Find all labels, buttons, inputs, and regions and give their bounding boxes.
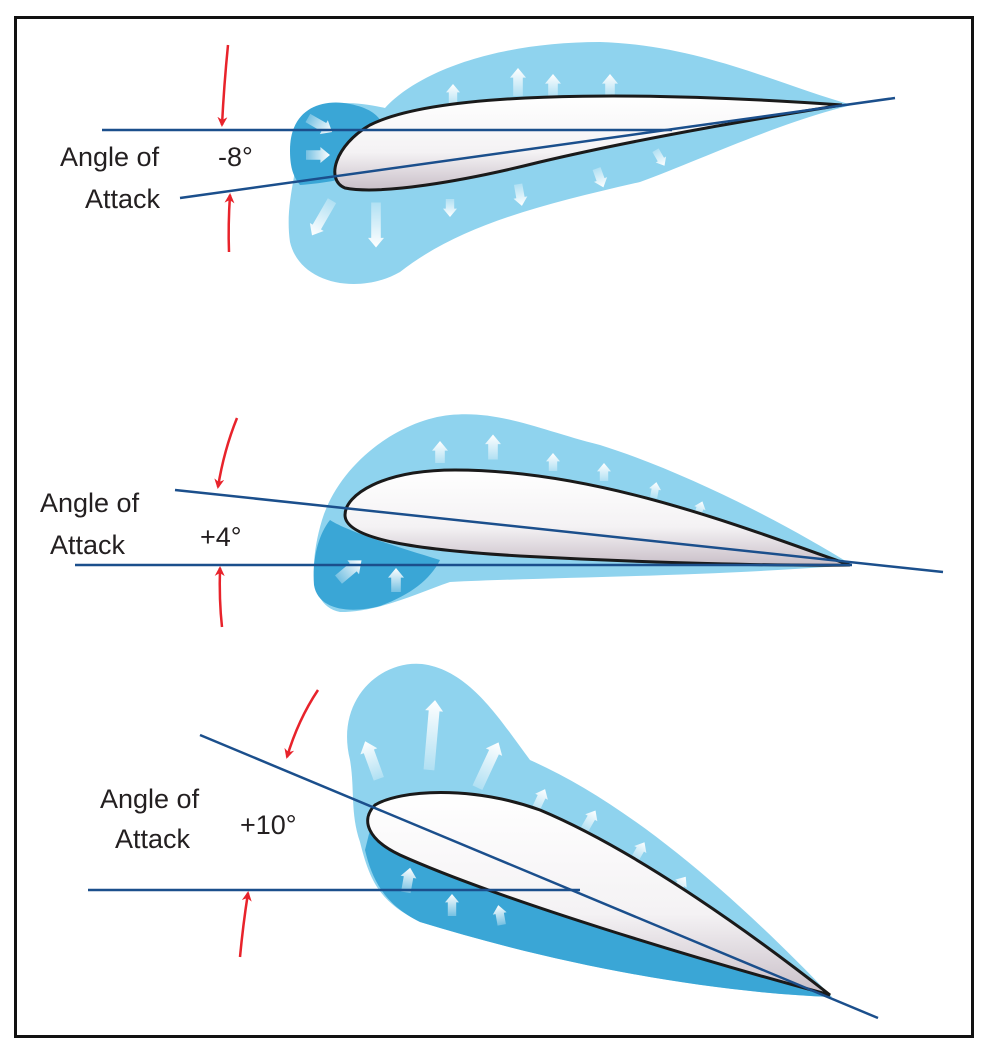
red-arrow-up [214,566,225,628]
flow-arrow-icon [513,183,528,206]
flow-arrow-icon [510,68,526,96]
label-angle-of: Angle of [100,784,200,814]
flow-arrow-icon [531,789,548,813]
flow-arrow-icon [400,867,417,894]
airfoil [333,94,843,192]
airfoil [343,468,851,567]
flow-arrow-icon [368,202,384,248]
flow-arrow-icon [546,453,560,471]
flow-arrows [305,68,667,248]
red-arrow-up [238,891,252,958]
airfoil [366,791,831,997]
angle-value: +4° [200,522,242,552]
label-attack: Attack [50,530,126,560]
label-angle-of: Angle of [60,142,160,172]
red-arrow-down [284,689,320,759]
label-attack: Attack [115,824,191,854]
flow-arrow-icon [631,842,647,860]
chord-line [199,733,879,1020]
flow-arrow-icon [306,147,330,163]
chord-line [179,96,896,200]
chord-line [174,488,944,574]
flow-arrow-icon [360,741,384,781]
angle-value: -8° [218,142,253,172]
flow-arrow-icon [445,894,459,916]
flow-arrow-icon [597,463,611,481]
flow-arrows [360,700,687,926]
flow-arrow-icon [545,74,561,96]
flow-arrow-icon [432,441,448,463]
high-pressure-zone [365,830,832,997]
panel-large-positive-angle: Angle of Attack +10° [88,663,879,1020]
red-arrow-up [224,193,235,253]
panel-negative-angle: Angle of Attack -8° [60,42,896,285]
flow-arrow-icon [443,199,457,217]
flow-arrow-icon [592,167,608,188]
flow-arrow-icon [485,434,501,460]
red-arrow-down [214,417,239,489]
red-arrow-down [217,44,230,127]
flow-arrow-icon [492,905,507,926]
angle-value: +10° [240,810,297,840]
flow-arrow-icon [423,700,444,771]
label-angle-of: Angle of [40,488,140,518]
flow-arrow-icon [602,74,618,96]
label-attack: Attack [85,184,161,214]
flow-arrow-icon [388,568,404,592]
flow-arrow-icon [580,810,598,832]
panel-small-positive-angle: Angle of Attack +4° [40,414,944,628]
flow-arrow-icon [649,482,662,499]
flow-arrow-icon [309,198,337,236]
diagram-frame [14,16,974,1038]
flow-arrow-icon [446,84,460,106]
flow-arrow-icon [652,148,667,166]
flow-arrow-icon [472,742,503,790]
